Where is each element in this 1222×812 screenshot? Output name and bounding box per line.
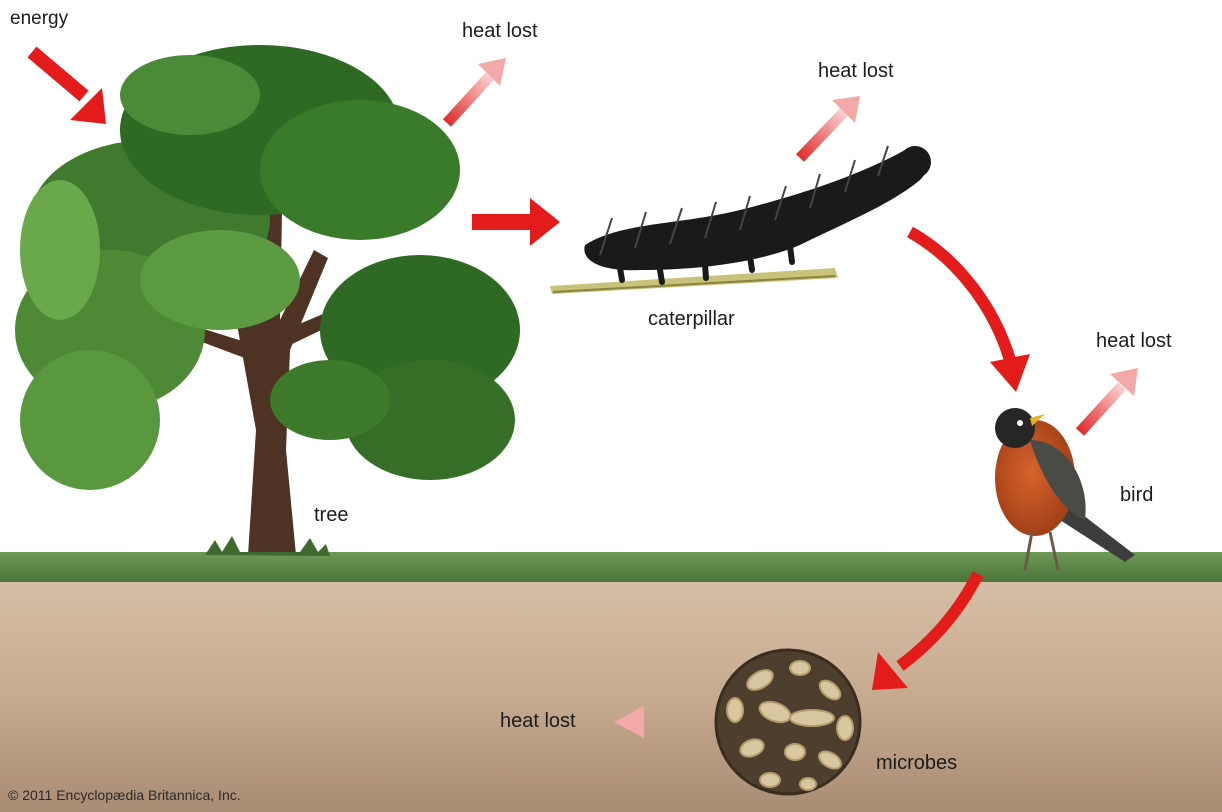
heat-lost-microbes-label: heat lost <box>500 710 576 733</box>
tree-label: tree <box>314 504 348 527</box>
energy-input-arrow <box>32 52 106 124</box>
caterpillar-label: caterpillar <box>648 308 735 331</box>
caterpillar-body <box>584 149 927 270</box>
caterpillar-to-bird-arrow <box>910 232 1030 392</box>
caterpillar-head <box>899 146 931 178</box>
bird-label: bird <box>1120 484 1153 507</box>
tree-heat-arrow <box>447 58 506 123</box>
bird-heat-arrow <box>1080 368 1138 432</box>
soil <box>0 575 1222 812</box>
microbes-illustration <box>716 650 860 794</box>
heat-lost-caterpillar-label: heat lost <box>818 60 894 83</box>
grass-strip <box>0 552 1222 582</box>
heat-lost-bird-label: heat lost <box>1096 330 1172 353</box>
microbes-label: microbes <box>876 752 957 775</box>
tree-to-caterpillar-arrow <box>472 198 560 246</box>
heat-lost-tree-label: heat lost <box>462 20 538 43</box>
bird-head <box>995 408 1035 448</box>
caterpillar-illustration <box>550 146 931 294</box>
ground <box>0 552 1222 812</box>
copyright-credit: © 2011 Encyclopædia Britannica, Inc. <box>8 787 241 803</box>
caterpillar-heat-arrow <box>800 96 860 158</box>
energy-label: energy <box>10 8 68 30</box>
bird-illustration <box>995 408 1135 570</box>
